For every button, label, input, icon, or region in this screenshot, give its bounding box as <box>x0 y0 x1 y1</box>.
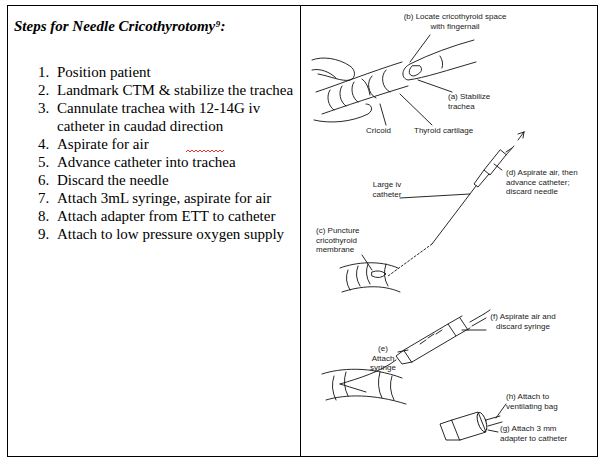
figure-label: (e) Attach syringe <box>366 344 400 373</box>
step-text: Attach 3mL syringe, aspirate for air <box>57 189 295 207</box>
spellcheck-underline <box>186 150 224 152</box>
figure-label: (c) Puncture cricothyroid membrane <box>316 226 372 255</box>
figure-label: (b) Locate cricothyroid space with finge… <box>400 12 510 31</box>
step-text: Attach to low pressure oxygen supply <box>57 225 295 243</box>
figure-label: (a) Stabilize trachea <box>448 92 494 111</box>
step-text: Attach adapter from ETT to catheter <box>57 207 295 225</box>
syringe-figure <box>322 310 506 440</box>
figure-label: Large iv catheter <box>370 180 404 199</box>
step-number: 9. <box>38 225 49 243</box>
step-number: 8. <box>38 207 49 225</box>
step-number: 1. <box>38 63 49 81</box>
step-number: 3. <box>38 99 49 117</box>
step-number: 6. <box>38 171 49 189</box>
step-text: Advance catheter into trachea <box>57 153 295 171</box>
step-number: 7. <box>38 189 49 207</box>
step-text: Landmark CTM & stabilize the trachea <box>57 81 295 99</box>
step-text: Discard the needle <box>57 171 295 189</box>
step-number: 4. <box>38 135 49 153</box>
step-number: 5. <box>38 153 49 171</box>
step-text: Aspirate for air <box>57 135 295 153</box>
figure-label: (d) Aspirate air, then advance catheter;… <box>506 168 578 197</box>
figure-label: (f) Aspirate air and discard syringe <box>488 312 558 331</box>
column-divider <box>300 6 301 457</box>
figure-label: Cricoid <box>366 126 406 136</box>
figure-label: (h) Attach to ventilating bag <box>506 392 572 411</box>
figure-label: (g) Attach 3 mm adapter to catheter <box>500 424 570 443</box>
table-border <box>8 6 598 457</box>
list-title: Steps for Needle Cricothyrotomy⁹: <box>14 18 225 35</box>
catheter-figure <box>340 132 524 292</box>
step-text: Cannulate trachea with 12-14G iv cathete… <box>57 99 295 135</box>
trachea-figure <box>312 35 476 125</box>
step-number: 2. <box>38 81 49 99</box>
figure-label: Thyroid cartilage <box>414 126 494 136</box>
step-text: Position patient <box>57 63 295 81</box>
